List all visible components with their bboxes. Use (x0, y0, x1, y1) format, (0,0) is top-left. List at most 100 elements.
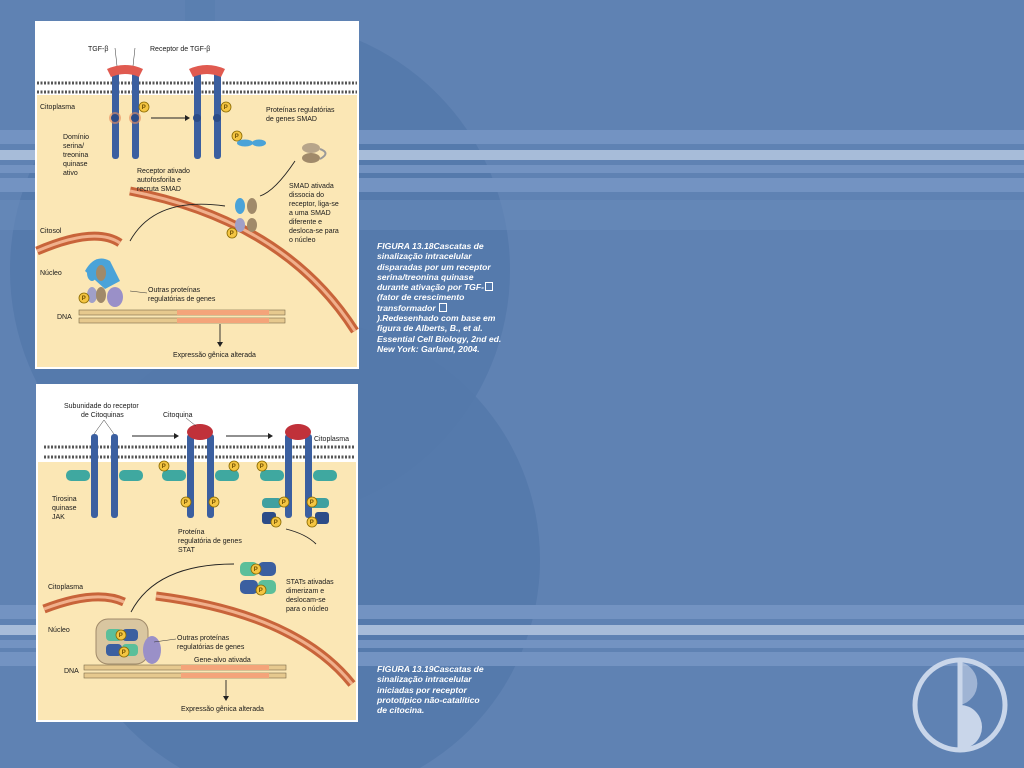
caption-line: FIGURA 13.19Cascatas de (377, 664, 484, 674)
label-outras-proteinas: regulatórias de genes (177, 644, 245, 651)
label-subunidade: Subunidade do receptor (64, 403, 139, 410)
caption-line: prototípico não-catalítico (377, 694, 480, 705)
caption-line: sinalização intracelular (377, 674, 472, 685)
label-dominio: Domínio (63, 134, 89, 141)
svg-text:P: P (254, 567, 258, 573)
label-stats-ativadas: deslocam-se (286, 597, 326, 604)
caption-text: durante ativação por TGF- (377, 282, 484, 293)
caption-figure-13-18: FIGURA 13.18Cascatas de sinalização intr… (377, 241, 501, 354)
caption-line: transformador (377, 302, 501, 313)
label-tirosina: quinase (52, 505, 77, 512)
label-dominio: quinase (63, 161, 88, 168)
label-smad-ativada: SMAD ativada (289, 183, 334, 190)
svg-text:P: P (119, 633, 123, 639)
label-receptor-tgf: Receptor de TGF-β (150, 46, 210, 53)
stat-dimer: P P (240, 562, 276, 596)
label-citosol: Citosol (40, 228, 62, 235)
svg-text:P: P (235, 134, 239, 140)
smad-protein (302, 143, 327, 163)
caption-line: Essential Cell Biology, 2nd ed. (377, 333, 502, 344)
label-smad-ativada: dissocia do (289, 192, 324, 199)
figure-13-18: P P P P (35, 21, 359, 369)
smad-nuclear-complex: P (78, 258, 123, 307)
label-dna: DNA (57, 314, 72, 321)
label-citoplasma: Citoplasma (48, 584, 83, 591)
label-citoplasma: Citoplasma (40, 104, 75, 111)
svg-text:P: P (310, 520, 314, 526)
dna-strand (78, 309, 286, 324)
caption-line: ).Redesenhado com base em (377, 313, 496, 324)
dna-strand (83, 664, 287, 679)
label-stats-ativadas: dimerizam e (286, 588, 324, 595)
svg-text:P: P (282, 500, 286, 506)
caption-line: de citocina. (377, 705, 425, 716)
label-smad-reg: Proteínas regulatórias (266, 107, 335, 114)
label-stat: Proteína (178, 529, 205, 536)
label-stat: regulatória de genes (178, 538, 242, 545)
label-receptor-ativado: Receptor ativado (137, 168, 190, 175)
label-tgf-beta: TGF-β (88, 46, 108, 53)
stat-nuclear-complex: P P (95, 618, 161, 665)
caption-line: FIGURA 13.18Cascatas de (377, 241, 484, 251)
label-dna: DNA (64, 668, 79, 675)
missing-glyph-icon (484, 282, 493, 292)
svg-text:P: P (142, 105, 146, 111)
svg-text:P: P (260, 464, 264, 470)
label-citoplasma-top: Citoplasma (314, 436, 349, 443)
cytokine-receptor-bound: P P P P (158, 424, 240, 518)
label-smad-ativada: desloca-se para (289, 228, 339, 235)
missing-glyph-icon (439, 302, 448, 312)
label-receptor-ativado: recruta SMAD (137, 186, 181, 193)
svg-text:P: P (82, 296, 86, 302)
caption-line: (fator de crescimento (377, 292, 465, 303)
cytokine-receptor-inactive (66, 434, 143, 518)
caption-line: figura de Alberts, B., et al. (377, 323, 483, 334)
label-receptor-ativado: autofosforila e (137, 177, 181, 184)
label-stats-ativadas: para o núcleo (286, 606, 329, 613)
label-smad-ativada: receptor, liga-se (289, 201, 339, 208)
label-outras-proteinas: Outras proteínas (177, 635, 230, 642)
svg-text:P: P (230, 231, 234, 237)
caption-line: iniciadas por receptor (377, 684, 467, 695)
figure-13-19: P P P P P P P P P (36, 384, 358, 722)
label-expressao: Expressão gênica alterada (173, 352, 256, 359)
tgf-receptor-inactive (107, 65, 143, 159)
label-dominio: serina/ (63, 143, 84, 150)
label-expressao: Expressão gênica alterada (181, 706, 264, 713)
svg-text:P: P (224, 105, 228, 111)
label-tirosina: JAK (52, 514, 65, 521)
svg-text:P: P (212, 500, 216, 506)
label-stat: STAT (178, 547, 196, 554)
label-stats-ativadas: STATs ativadas (286, 579, 334, 586)
tgf-receptor-active: P P (189, 65, 266, 159)
svg-text:P: P (259, 588, 263, 594)
svg-text:P: P (232, 464, 236, 470)
label-outras-proteinas: regulatórias de genes (148, 296, 216, 303)
caption-line: serina/treonina quinase (377, 271, 474, 282)
label-dominio: treonina (63, 152, 88, 159)
svg-text:P: P (162, 464, 166, 470)
caption-line: sinalização intracelular (377, 251, 472, 262)
label-smad-ativada: o núcleo (289, 237, 316, 244)
publisher-logo-icon (912, 657, 1008, 753)
svg-text:P: P (310, 500, 314, 506)
label-smad-ativada: a uma SMAD (289, 210, 331, 217)
caption-line: disparadas por um receptor (377, 261, 491, 272)
caption-figure-13-19: FIGURA 13.19Cascatas de sinalização intr… (377, 664, 484, 715)
caption-text: transformador (377, 302, 439, 313)
label-outras-proteinas: Outras proteínas (148, 287, 201, 294)
activated-smad: P (226, 198, 257, 239)
label-nucleo: Núcleo (48, 627, 70, 634)
label-smad-ativada: diferente e (289, 219, 322, 226)
svg-text:P: P (274, 520, 278, 526)
caption-line: durante ativação por TGF- (377, 282, 501, 292)
label-dominio: ativo (63, 170, 78, 177)
svg-text:P: P (122, 650, 126, 656)
label-citoquina: Citoquina (163, 412, 193, 419)
caption-line: New York: Garland, 2004. (377, 343, 480, 354)
svg-text:P: P (184, 500, 188, 506)
label-gene-alvo: Gene-alvo ativada (194, 657, 251, 664)
label-tirosina: Tirosina (52, 496, 77, 503)
label-subunidade: de Citoquinas (81, 412, 124, 419)
label-smad-reg: de genes SMAD (266, 116, 317, 123)
